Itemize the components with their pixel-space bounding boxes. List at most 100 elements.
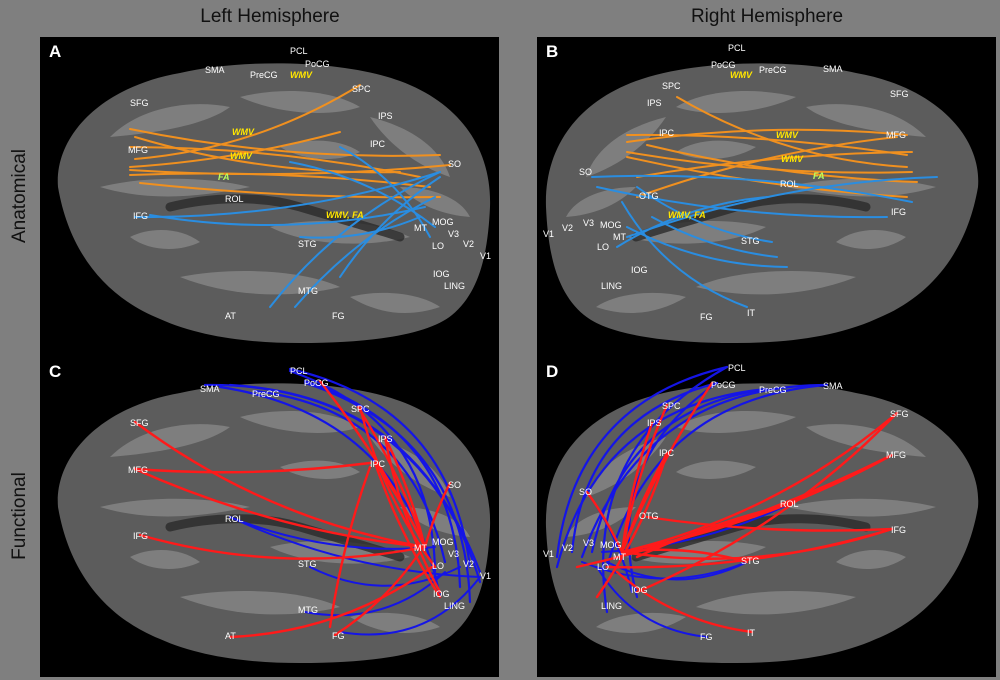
tract-orange [636, 136, 898, 198]
functional-connections [133, 367, 482, 639]
region-label-otg: OTG [639, 191, 659, 201]
region-label-pocg: PoCG [711, 60, 736, 70]
region-label-ipc: IPC [370, 139, 386, 149]
region-label-it: IT [747, 308, 756, 318]
row-title-functional: Functional [9, 472, 30, 560]
stat-note: WMV [730, 70, 753, 80]
region-label-spc: SPC [352, 84, 371, 94]
region-labels: PCLSMAPoCGPreCGSPCSFGIPSMFGIPCSOROLIFGMO… [128, 366, 491, 641]
region-label-lo: LO [597, 242, 609, 252]
tract-blue [294, 196, 436, 308]
connection-red [373, 461, 442, 599]
connection-red [423, 481, 452, 549]
gyrus-patch [836, 550, 906, 569]
sylvian-fissure [631, 194, 871, 242]
region-label-ips: IPS [647, 418, 662, 428]
region-label-lo: LO [597, 562, 609, 572]
gyrus-patch [806, 104, 926, 137]
tract-blue [591, 174, 913, 203]
stat-note: WMV, FA [668, 210, 706, 220]
connection-blue [218, 385, 442, 599]
region-label-stg: STG [741, 556, 760, 566]
region-label-v3: V3 [583, 218, 594, 228]
region-label-ips: IPS [378, 434, 393, 444]
tract-blue [269, 171, 441, 308]
white-matter-tracts [129, 84, 451, 308]
region-label-stg: STG [298, 239, 317, 249]
region-label-ling: LING [444, 601, 465, 611]
cortex-surface [57, 63, 491, 343]
tract-blue [651, 216, 778, 258]
tract-blue [616, 196, 768, 248]
region-label-v1: V1 [543, 229, 554, 239]
connection-red [228, 565, 434, 639]
region-label-rol: ROL [780, 499, 799, 509]
region-label-ips: IPS [647, 98, 662, 108]
connection-red [620, 411, 899, 554]
region-label-pocg: PoCG [711, 380, 736, 390]
connection-blue [596, 566, 708, 638]
gyrus-patch [110, 424, 230, 457]
region-label-iog: IOG [433, 589, 450, 599]
region-label-v2: V2 [463, 239, 474, 249]
region-label-mfg: MFG [886, 450, 906, 460]
region-label-precg: PreCG [252, 389, 280, 399]
region-label-fg: FG [332, 631, 345, 641]
tract-blue [636, 186, 773, 243]
region-label-at: AT [225, 631, 236, 641]
region-label-at: AT [225, 311, 236, 321]
region-label-mt: MT [613, 232, 626, 242]
connection-red [620, 451, 669, 554]
connection-red [383, 435, 442, 594]
column-title-left: Left Hemisphere [200, 6, 340, 27]
region-label-mtg: MTG [298, 605, 318, 615]
white-matter-tracts [591, 96, 938, 308]
stat-note: WMV [232, 127, 255, 137]
tract-blue [134, 171, 441, 219]
connection-red [620, 421, 654, 554]
gyrus-patch [596, 612, 686, 633]
tract-blue [339, 146, 431, 238]
region-label-v1: V1 [480, 251, 491, 261]
connection-red [645, 515, 894, 532]
connection-blue [606, 561, 748, 581]
region-label-ipc: IPC [659, 128, 675, 138]
cortex-surface [545, 383, 979, 663]
connection-blue [288, 367, 472, 569]
region-label-sfg: SFG [130, 98, 149, 108]
gyrus-patch [240, 411, 360, 433]
connection-blue [229, 516, 436, 550]
region-label-mt: MT [613, 552, 626, 562]
region-label-pcl: PCL [290, 366, 308, 376]
region-label-v3: V3 [448, 229, 459, 239]
connection-red [615, 570, 754, 634]
gyrus-patch [180, 271, 340, 295]
region-label-pcl: PCL [728, 43, 746, 53]
connection-blue [339, 576, 481, 636]
region-label-mfg: MFG [128, 465, 148, 475]
tract-orange [134, 84, 361, 160]
tract-blue [149, 206, 426, 227]
panel-c-figure: PCLSMAPoCGPreCGSPCSFGIPSMFGIPCSOROLIFGMO… [57, 366, 491, 663]
gyrus-patch [696, 591, 856, 615]
connection-red [133, 461, 372, 474]
region-label-v1: V1 [480, 571, 491, 581]
connection-red [333, 550, 422, 637]
region-label-mog: MOG [432, 537, 454, 547]
gyrus-patch [110, 104, 230, 137]
tract-blue [289, 161, 436, 228]
gyrus-patch [370, 117, 450, 177]
region-label-mfg: MFG [128, 145, 148, 155]
gyrus-patch [696, 271, 856, 295]
region-label-sfg: SFG [890, 409, 909, 419]
region-label-ipc: IPC [659, 448, 675, 458]
connection-red [138, 533, 427, 560]
gyrus-patch [350, 292, 440, 313]
panel-letter: D [546, 362, 559, 381]
region-label-ling: LING [601, 601, 622, 611]
tract-orange [139, 182, 441, 199]
region-label-precg: PreCG [250, 70, 278, 80]
